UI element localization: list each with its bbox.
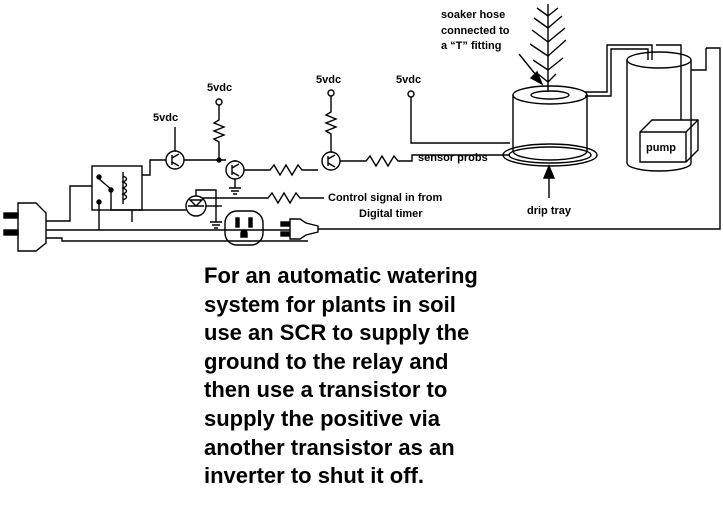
control-signal-label-line-1: Control signal in from bbox=[328, 192, 442, 204]
control-signal-label-line-2: Digital timer bbox=[359, 208, 423, 220]
caption-line: then use a transistor to bbox=[204, 377, 448, 403]
vdc-label-1: 5vdc bbox=[153, 112, 178, 124]
plant bbox=[529, 4, 567, 92]
pot bbox=[512, 85, 588, 161]
sensor-probe-line bbox=[407, 90, 510, 144]
caption-line: system for plants in soil bbox=[204, 291, 456, 317]
transistor-2 bbox=[225, 160, 318, 195]
pump-box bbox=[639, 119, 699, 163]
vdc-label-2: 5vdc bbox=[207, 82, 232, 94]
relay bbox=[91, 159, 166, 230]
transistor-3 bbox=[321, 151, 510, 171]
resistor-1 bbox=[212, 98, 226, 163]
soaker-hose-label-line-2: connected to bbox=[441, 25, 510, 37]
drip-tray-shape bbox=[502, 143, 598, 198]
vdc-label-4: 5vdc bbox=[396, 74, 421, 86]
resistor-2 bbox=[324, 89, 338, 152]
caption-line: use an SCR to supply the bbox=[204, 320, 470, 346]
soaker-hose-label-line-3: a “T” fitting bbox=[441, 40, 502, 52]
drip-tray-label: drip tray bbox=[527, 205, 572, 217]
pump-label: pump bbox=[646, 142, 676, 154]
caption: For an automatic watering system for pla… bbox=[204, 262, 704, 491]
pump-plug bbox=[280, 218, 319, 240]
hose bbox=[585, 44, 682, 120]
sensor-probes-label: sensor probs bbox=[418, 152, 488, 164]
caption-line: For an automatic watering bbox=[204, 263, 478, 288]
outlet bbox=[224, 210, 264, 246]
vdc-label-3: 5vdc bbox=[316, 74, 341, 86]
wall-plug bbox=[3, 202, 47, 252]
caption-line: inverter to shut it off. bbox=[204, 463, 424, 489]
transistor-1 bbox=[165, 127, 226, 170]
scr bbox=[160, 189, 324, 229]
soaker-hose-label-line-1: soaker hose bbox=[441, 9, 505, 21]
caption-line: another transistor as an bbox=[204, 434, 455, 460]
water-tank bbox=[626, 48, 707, 172]
caption-line: supply the positive via bbox=[204, 405, 440, 431]
caption-line: ground to the relay and bbox=[204, 348, 449, 374]
power-lines bbox=[46, 47, 721, 242]
soaker-hose-arrow bbox=[518, 53, 544, 86]
